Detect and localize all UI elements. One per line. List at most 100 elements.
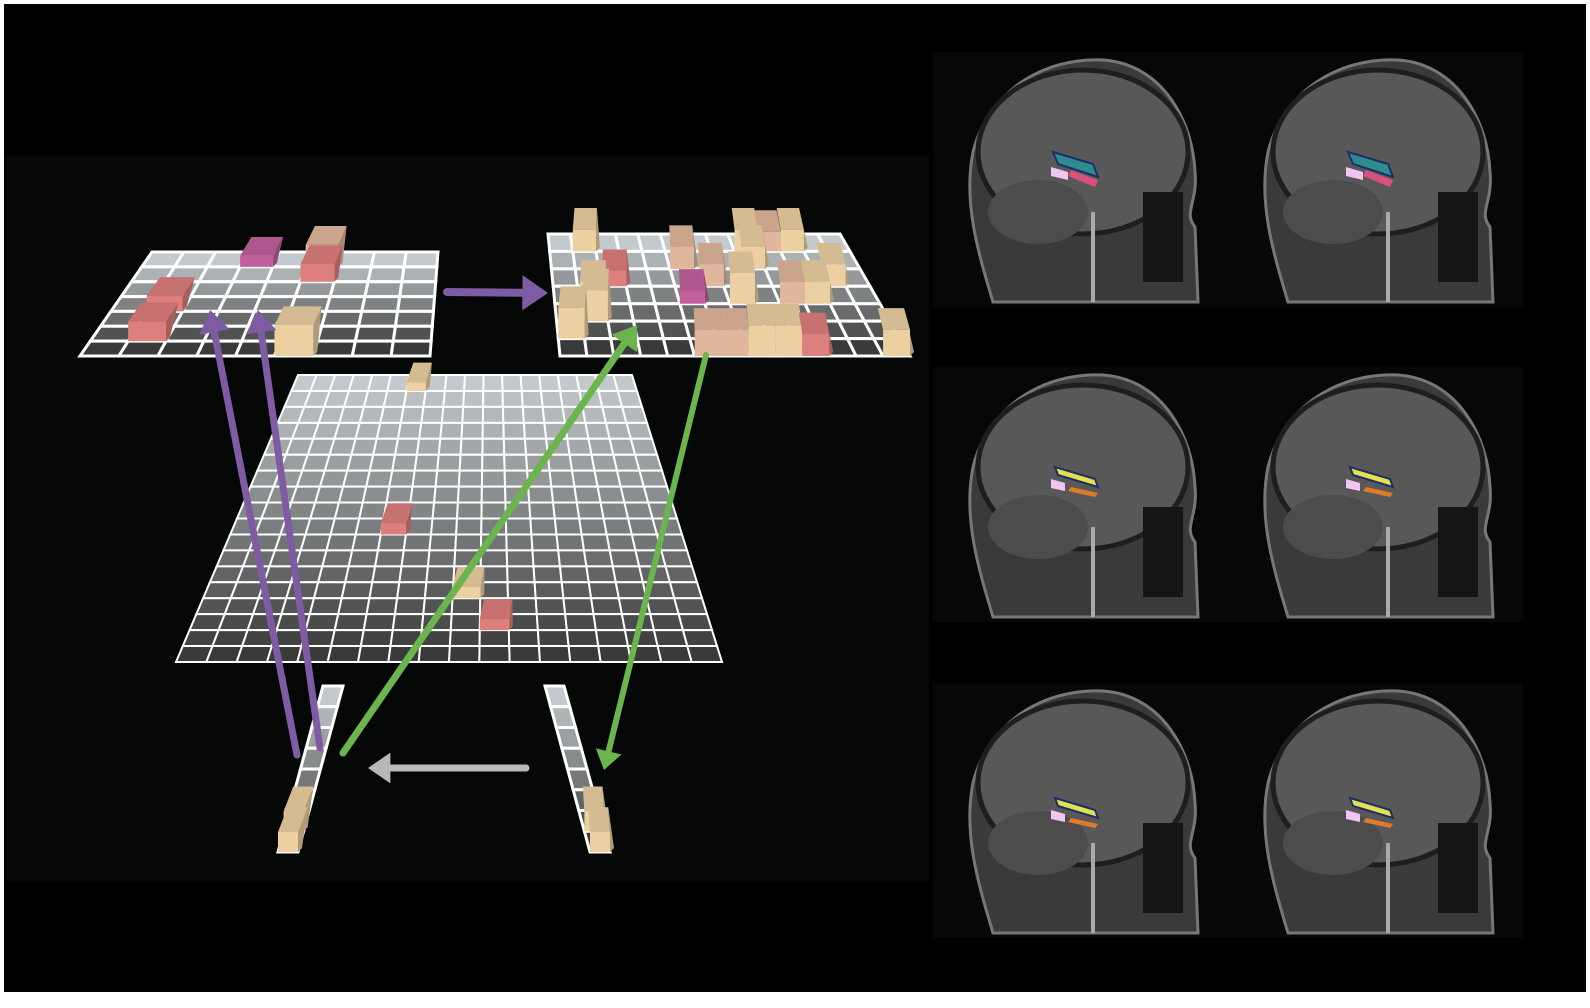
grid-cell	[568, 453, 596, 472]
arrow-shaft	[605, 352, 709, 755]
grid-cell	[454, 533, 483, 552]
cerebellum	[1283, 180, 1383, 244]
grid-cell	[357, 501, 388, 520]
grid-cell	[620, 405, 649, 424]
arrow-purple-left-1	[199, 310, 301, 759]
cube-top	[274, 306, 322, 326]
cube-front	[582, 290, 608, 322]
grid-cell	[411, 469, 439, 488]
grid-cell	[587, 581, 621, 600]
grid-cell	[573, 485, 602, 504]
grid-cell	[649, 613, 685, 632]
arrow-head	[199, 310, 230, 335]
cube-front	[274, 325, 314, 356]
grid-cell	[316, 565, 350, 584]
segmentation-teal	[1346, 150, 1395, 179]
cube-top	[772, 303, 803, 326]
cube-top	[479, 598, 513, 619]
cube-top	[380, 503, 413, 524]
grid-cell	[530, 533, 560, 552]
grid-cell	[605, 533, 637, 552]
grid-cell	[294, 549, 328, 568]
grid-cell	[564, 613, 598, 632]
grid-cell	[326, 645, 363, 663]
cube-front	[572, 229, 596, 252]
grid-cell	[625, 421, 654, 440]
cube-side	[703, 269, 709, 304]
grid-cell	[677, 613, 714, 632]
grid-cell	[681, 629, 719, 648]
cube-side	[761, 225, 770, 269]
grid-cell	[460, 421, 484, 440]
cube-front	[452, 587, 481, 599]
cube-side	[825, 312, 834, 356]
grid-cell	[325, 533, 357, 552]
sinus	[1143, 823, 1183, 913]
grid-cell	[391, 324, 434, 343]
cube-side	[182, 277, 195, 312]
cube-front	[729, 272, 755, 304]
grid-cell	[501, 389, 524, 408]
grid-cell	[323, 295, 367, 313]
grid-cell	[531, 549, 562, 568]
grid-cell	[398, 565, 430, 584]
segmentation-teal	[1051, 150, 1100, 179]
cube-front	[128, 321, 167, 342]
grid-cell	[413, 453, 440, 472]
cubes	[582, 786, 614, 852]
grid-cell	[548, 705, 578, 729]
cerebellum	[988, 180, 1088, 244]
grid-cell	[567, 645, 602, 663]
grid-cell	[550, 485, 579, 504]
grid-cell	[481, 421, 505, 440]
cube-top	[283, 786, 314, 812]
cube-side	[313, 306, 322, 356]
grid-cell	[364, 469, 394, 488]
grid-plane-top-left	[77, 226, 440, 358]
grid-cell	[235, 645, 274, 663]
grid-cell	[312, 581, 347, 600]
grid-cell	[633, 453, 664, 472]
grid-cell	[507, 629, 540, 648]
grid-cell	[456, 485, 483, 504]
grid-cell	[656, 645, 693, 663]
cube-top	[727, 251, 755, 273]
grid-cell	[393, 309, 436, 328]
grid-cell	[548, 469, 576, 488]
grid-planes	[77, 208, 914, 854]
cube-top	[738, 225, 766, 247]
grid-cell	[395, 295, 437, 313]
grid-cell	[549, 267, 580, 288]
grid-cell	[504, 517, 533, 536]
grid-cell	[385, 485, 414, 504]
mri-sagittal-slice	[933, 683, 1228, 938]
grid-cell	[585, 565, 618, 584]
arrow-head	[245, 310, 277, 335]
grid-cell	[393, 597, 426, 616]
cube-side	[166, 302, 179, 342]
grid-cell	[529, 517, 558, 536]
grid-cell	[391, 453, 419, 472]
grid-cell	[505, 533, 534, 552]
grid-cell	[304, 613, 340, 632]
segmentation-yellow	[1053, 796, 1100, 820]
segmentation-orange	[1068, 818, 1098, 828]
grid-cell	[329, 629, 365, 648]
grid-cell	[668, 581, 704, 600]
mri-sagittal-slice	[1228, 683, 1523, 938]
grid-cell	[523, 437, 549, 456]
cerebellum	[1283, 495, 1383, 559]
grid-cell	[233, 339, 282, 358]
grid-cell	[612, 374, 639, 392]
cube-front	[721, 329, 749, 356]
cube-front	[479, 618, 509, 631]
grid-cell	[431, 501, 459, 520]
cube-front	[278, 832, 298, 852]
cube-front	[380, 523, 406, 535]
grid-cell	[440, 405, 465, 424]
grid-cell	[356, 309, 400, 328]
grid-cell	[402, 533, 433, 552]
cube-top	[305, 226, 347, 245]
cube-side	[298, 807, 308, 852]
